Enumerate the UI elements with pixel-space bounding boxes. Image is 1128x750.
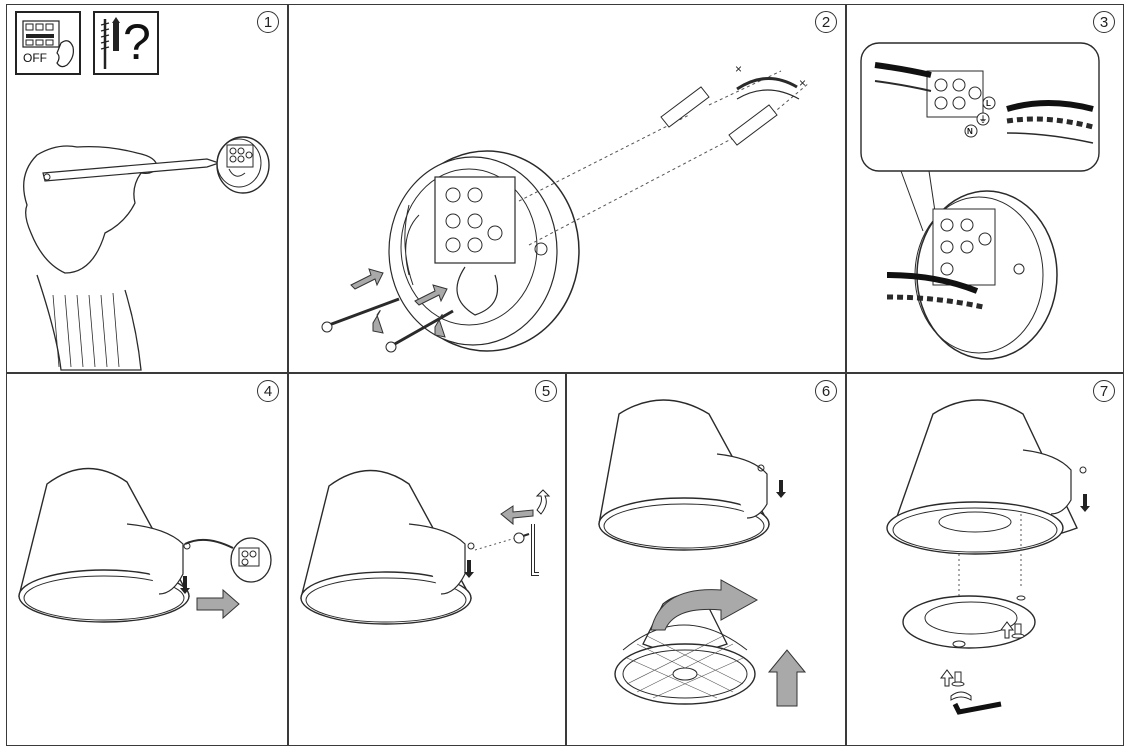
terminal-block-icon [926, 70, 984, 118]
step-number: 5 [535, 380, 557, 402]
switch-off-warning: OFF [15, 11, 81, 75]
live-label: L [986, 99, 991, 108]
wall-plug-icon [660, 86, 778, 146]
step-number: 2 [815, 11, 837, 33]
bulb-insert-illustration [598, 399, 807, 707]
lamp-shade-icon [18, 467, 191, 623]
arrow-icon [464, 560, 474, 578]
svg-text:×: × [735, 62, 742, 76]
junction-box-icon [914, 190, 1058, 360]
step-number: 7 [1093, 380, 1115, 402]
earth-label: ⏚ [979, 115, 987, 124]
lamp-attach-illustration [18, 467, 272, 623]
mounting-illustration: × × [321, 62, 810, 353]
wiring-illustration: L N ⏚ [860, 42, 1100, 360]
junction-box-icon [230, 537, 272, 583]
arrow-icon [500, 505, 534, 526]
arrow-icon [196, 588, 240, 620]
step-number: 1 [257, 11, 279, 33]
step-panel-3: 3 L N ⏚ [846, 4, 1124, 373]
circuit-breaker-icon [22, 20, 74, 68]
step-number: 4 [257, 380, 279, 402]
arrow-icon [535, 489, 551, 515]
lamp-shade-icon [598, 399, 771, 551]
step-panel-4: 4 [6, 373, 288, 746]
hex-key-icon [531, 524, 539, 576]
junction-box-icon [216, 136, 270, 194]
lamp-shade-icon [300, 469, 475, 625]
step-panel-6: 6 [566, 373, 846, 746]
arrow-icon [767, 649, 807, 707]
junction-box-icon [388, 150, 580, 352]
arrow-icon [650, 579, 759, 631]
lamp-secure-illustration [300, 469, 551, 625]
svg-text:×: × [799, 76, 806, 90]
drill-plug-warning: ? [93, 11, 159, 75]
screw-plug-icon [100, 17, 120, 69]
arrow-icon [776, 480, 786, 498]
screw-icon [321, 297, 454, 353]
cover-ring-illustration [886, 399, 1090, 715]
hand-icon [56, 40, 74, 68]
arrow-icon [950, 691, 972, 701]
arrow-icon [1080, 494, 1090, 512]
step-number: 6 [815, 380, 837, 402]
question-icon: ? [123, 14, 151, 70]
step-panel-2: 2 [288, 4, 846, 373]
step-panel-1: OFF ? 1 [6, 4, 288, 373]
screw-icon [513, 532, 530, 544]
step-panel-5: 5 [288, 373, 566, 746]
arrow-icon [1000, 621, 1014, 639]
sleeve-icon [36, 274, 142, 371]
arrow-icon [350, 268, 448, 338]
lamp-shade-icon [886, 399, 1087, 555]
screw-icon [951, 623, 1025, 687]
cover-ring-icon [902, 595, 1036, 649]
neutral-label: N [967, 127, 973, 136]
arrow-icon [940, 669, 954, 687]
arrow-icon [180, 576, 190, 594]
off-label: OFF [23, 51, 47, 65]
step-number: 3 [1093, 11, 1115, 33]
step-panel-7: 7 [846, 373, 1124, 746]
hex-key-icon [952, 701, 1002, 715]
pencil-icon [42, 158, 221, 182]
marking-illustration [23, 136, 270, 371]
